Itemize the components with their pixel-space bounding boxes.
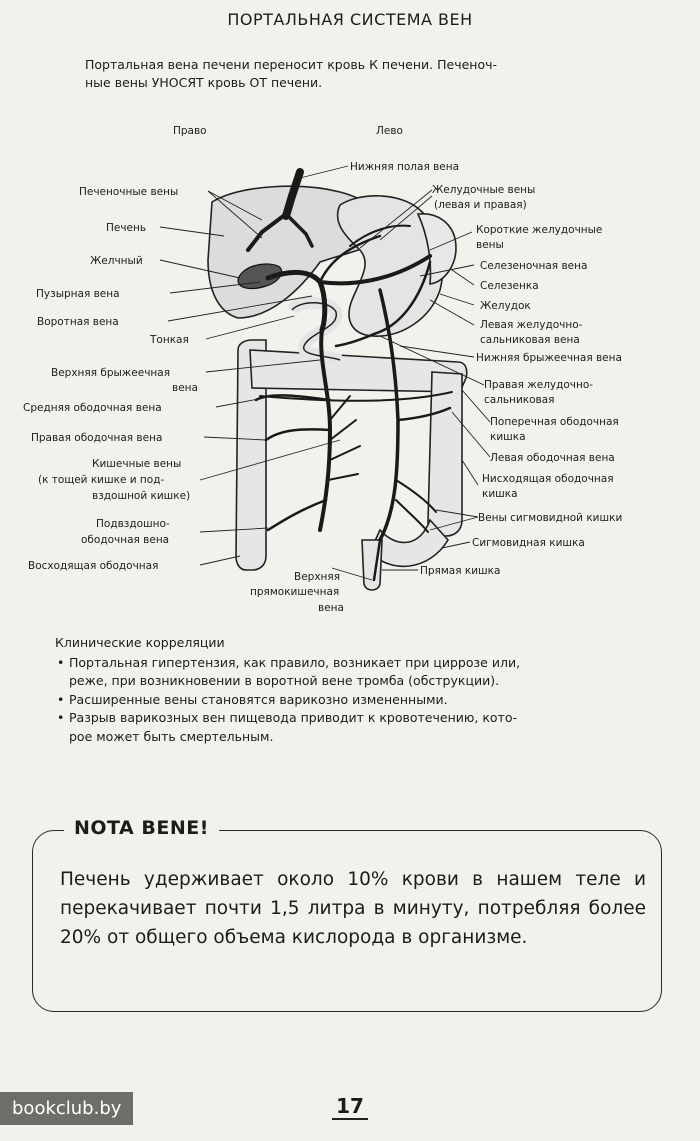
nota-bene-title: NOTA BENE!	[64, 817, 219, 839]
small-intestine-shape	[287, 296, 343, 366]
label-superior-rectal-1: Верхняя	[294, 571, 340, 583]
leader-lines	[159, 165, 491, 581]
label-gallbladder: Желчный	[90, 255, 143, 267]
label-splenic-vein: Селезеночная вена	[480, 260, 587, 272]
label-superior-mesenteric-2: вена	[172, 382, 198, 394]
label-portal-vein: Воротная вена	[37, 316, 119, 328]
watermark: bookclub.by	[0, 1092, 134, 1125]
label-spleen: Селезенка	[480, 280, 539, 292]
clinical-list: Портальная гипертензия, как правило, воз…	[55, 654, 655, 747]
clinical-title: Клинические корреляции	[55, 635, 225, 650]
label-superior-rectal-2: прямокишечная	[250, 586, 339, 598]
clinical-item: Портальная гипертензия, как правило, воз…	[55, 654, 655, 673]
label-right-colic: Правая ободочная вена	[31, 432, 162, 444]
ivc-vessel	[282, 168, 304, 220]
label-intestinal-2: (к тощей кишке и под-	[38, 474, 164, 486]
clinical-item-continuation: рое может быть смертельным.	[69, 728, 274, 744]
hepatic-vessel-2	[284, 212, 314, 248]
label-ileocolic-2: ободочная вена	[81, 534, 169, 546]
label-ivc: Нижняя полая вена	[350, 161, 459, 173]
label-liver: Печень	[106, 222, 146, 234]
nota-bene-box	[32, 830, 662, 1012]
side-left-label: Лево	[376, 125, 403, 137]
label-gastric-2: (левая и правая)	[434, 199, 527, 211]
label-rectum: Прямая кишка	[420, 565, 500, 577]
label-small: Тонкая	[149, 334, 189, 346]
page-number-value: 17	[332, 1094, 368, 1120]
label-middle-colic: Средняя ободочная вена	[23, 402, 162, 414]
label-cystic-vein: Пузырная вена	[36, 288, 120, 300]
veins	[246, 168, 453, 582]
page-title: ПОРТАЛЬНАЯ СИСТЕМА ВЕН	[227, 10, 473, 29]
page-number: 17	[0, 1094, 700, 1120]
label-sigmoid-colon: Сигмовидная кишка	[472, 537, 585, 549]
label-left-colic: Левая ободочная вена	[490, 452, 615, 464]
side-right-label: Право	[173, 125, 207, 137]
intro-paragraph: Портальная вена печени переносит кровь К…	[85, 56, 605, 92]
clinical-item-continuation: реже, при возникновении в воротной вене …	[69, 673, 500, 688]
label-transverse-colon-1: Поперечная ободочная	[490, 416, 619, 428]
nota-bene-text: Печень удерживает около 10% крови в наше…	[60, 869, 646, 948]
clinical-correlations: Клинические корреляции Портальная гиперт…	[55, 634, 655, 746]
intro-line-1: Портальная вена печени переносит кровь К…	[85, 57, 497, 72]
label-inferior-mesenteric: Нижняя брыжеечная вена	[476, 352, 622, 364]
label-short-gastric-1: Короткие желудочные	[476, 224, 602, 236]
label-ascending-colon: Восходящая ободочная	[28, 560, 158, 572]
label-descending-colon-2: кишка	[482, 488, 518, 500]
label-gastric-1: Желудочные вены	[432, 184, 535, 196]
label-left-gastroomental-1: Левая желудочно-	[480, 319, 583, 331]
clinical-item: Разрыв варикозных вен пищевода приводит …	[55, 709, 655, 728]
label-intestinal-3: вздошной кишке)	[92, 490, 190, 502]
portal-vein-diagram: Право Лево Нижняя полая вена Печеночные …	[23, 125, 622, 614]
label-transverse-colon-2: кишка	[490, 431, 526, 443]
label-left-gastroomental-2: сальниковая вена	[480, 334, 580, 346]
label-right-gastroomental-1: Правая желудочно-	[484, 379, 593, 391]
label-short-gastric-2: вены	[476, 239, 504, 251]
hepatic-vessel-1	[246, 212, 288, 252]
splenic-vessel	[318, 254, 432, 286]
label-intestinal-1: Кишечные вены	[92, 458, 181, 470]
label-superior-mesenteric-1: Верхняя брыжеечная	[51, 367, 170, 379]
label-sigmoid-veins: Вены сигмовидной кишки	[478, 512, 622, 524]
label-descending-colon-1: Нисходящая ободочная	[482, 473, 614, 485]
label-stomach: Желудок	[480, 300, 531, 312]
label-ileocolic-1: Подвздошно-	[96, 518, 170, 530]
label-superior-rectal-3: вена	[318, 602, 344, 614]
label-right-gastroomental-2: сальниковая	[484, 394, 555, 406]
spleen-shape	[416, 213, 457, 285]
label-hepatic-veins: Печеночные вены	[79, 186, 178, 198]
intro-line-2: ные вены УНОСЯТ кровь ОТ печени.	[85, 75, 323, 90]
clinical-item: Расширенные вены становятся варикозно из…	[55, 691, 655, 710]
